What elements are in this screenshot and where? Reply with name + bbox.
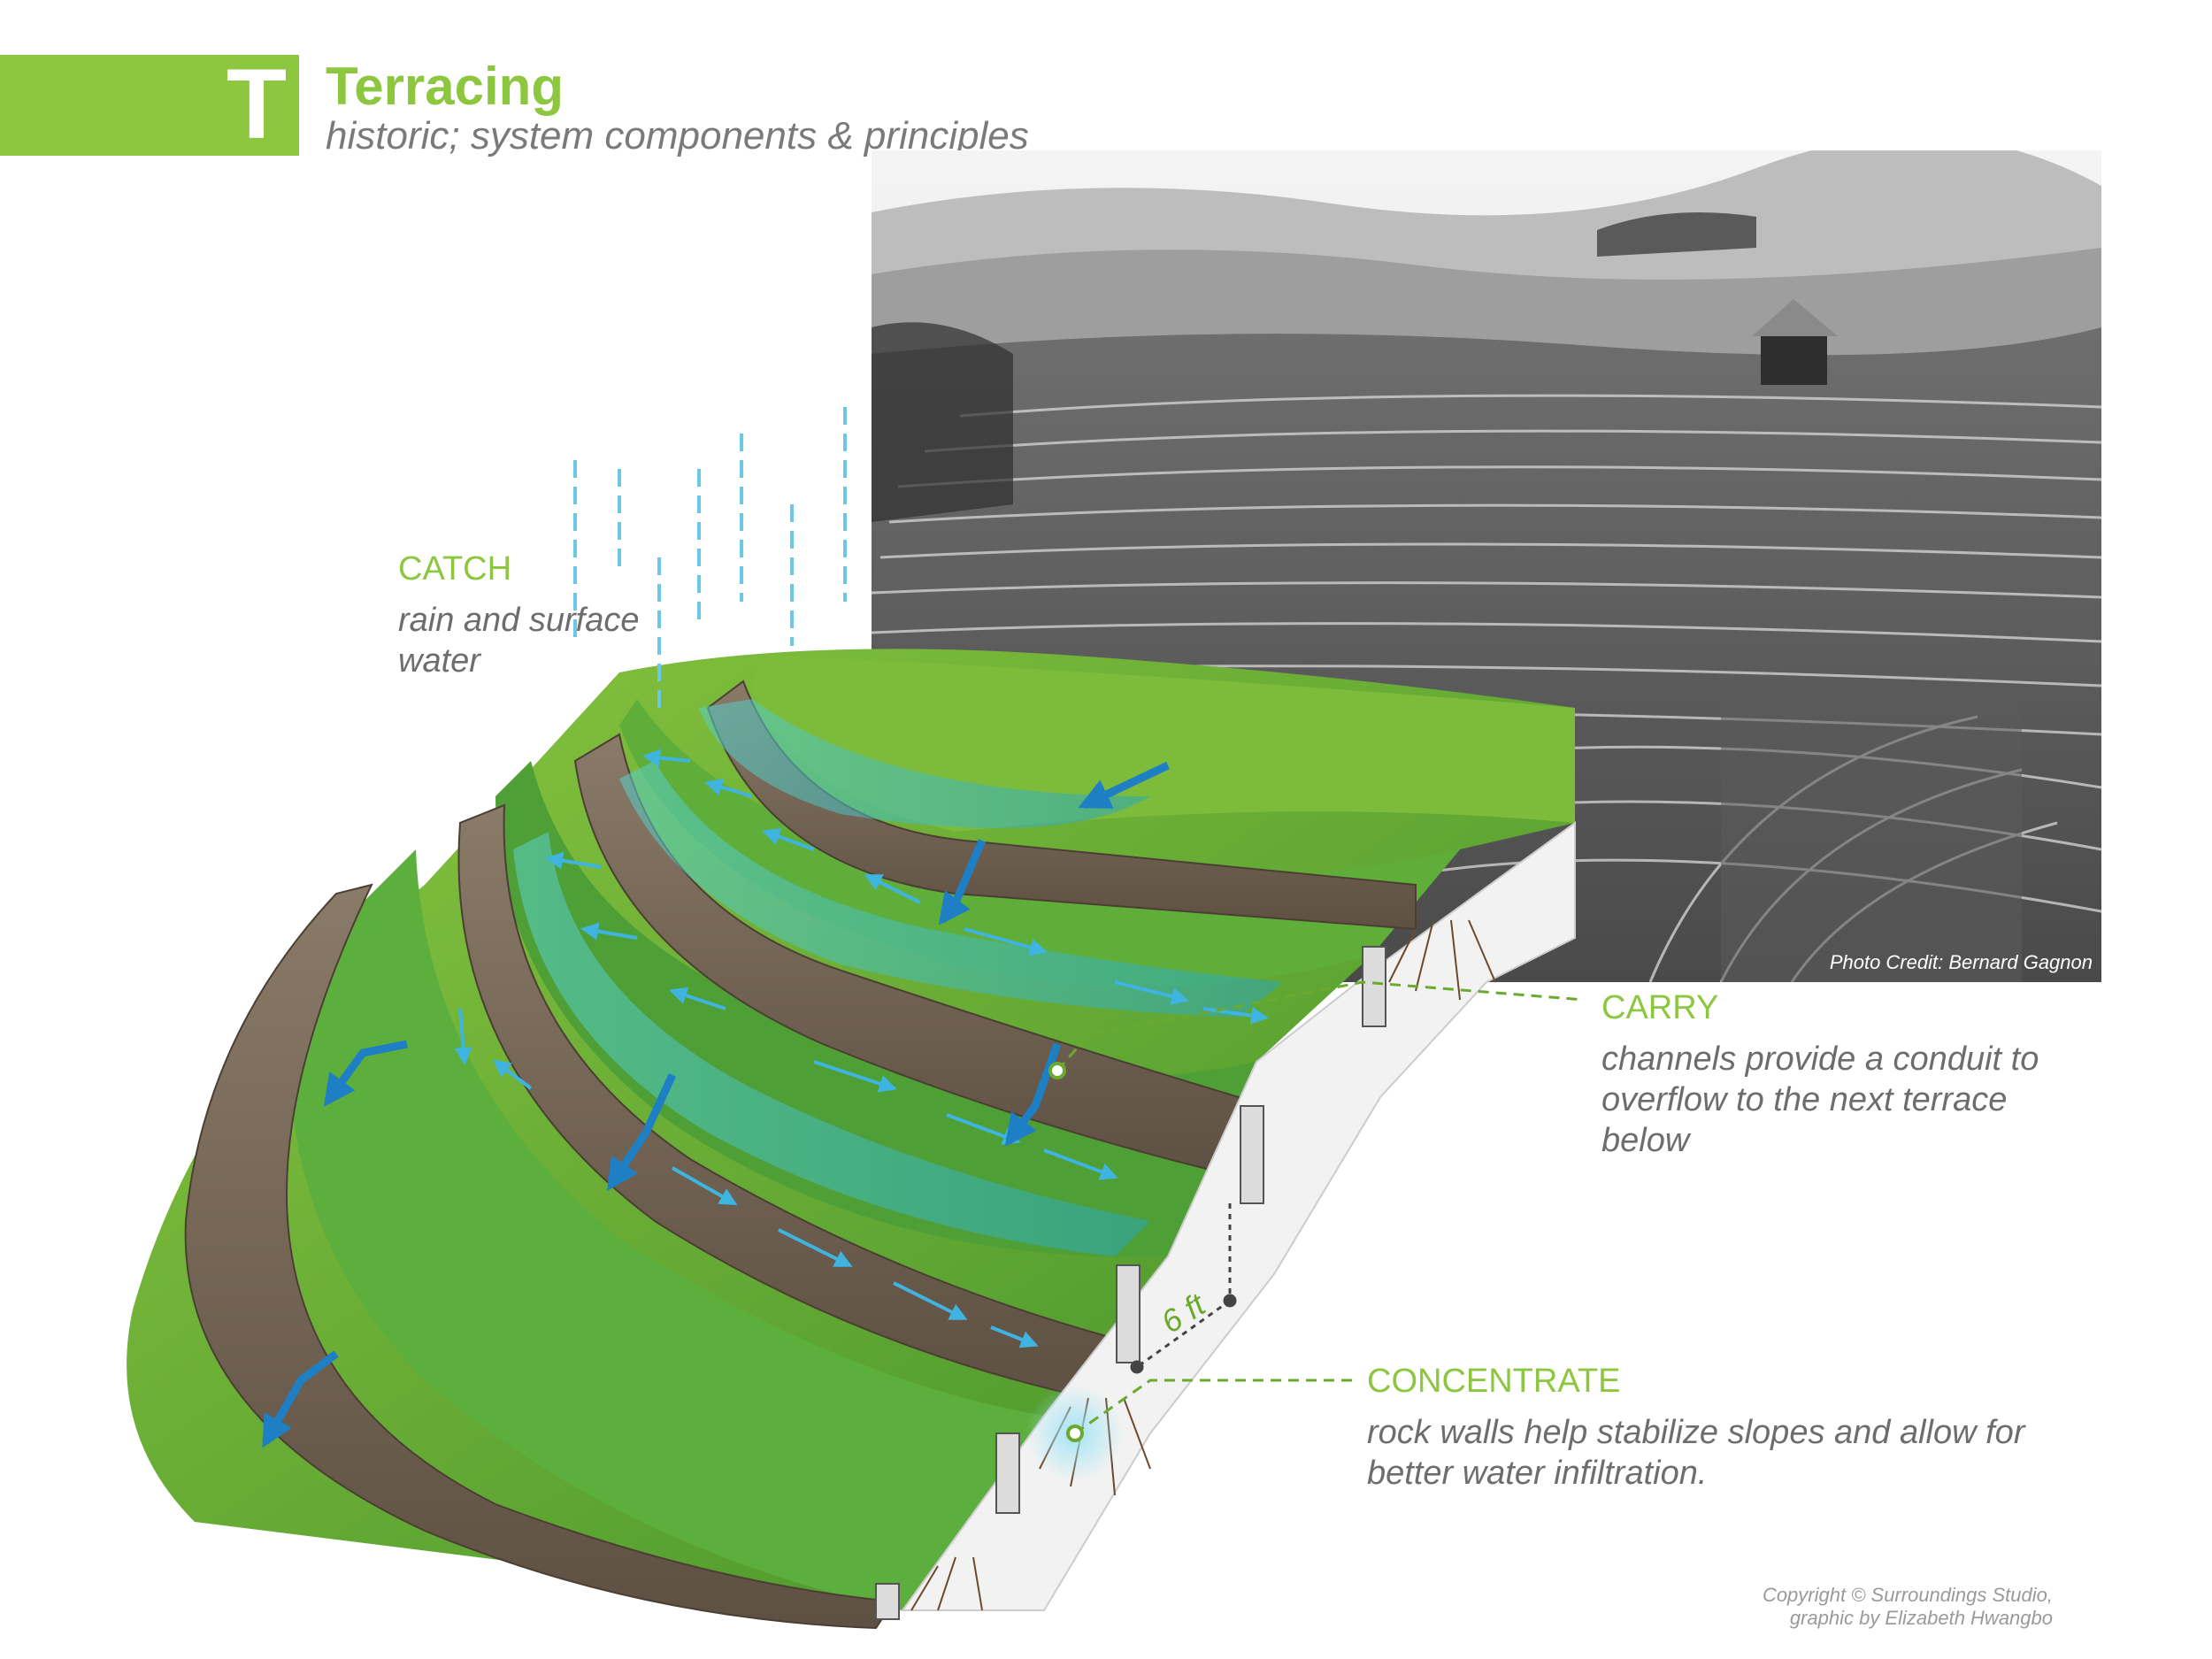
overflow-arrow-icon bbox=[1078, 761, 1170, 810]
flow-arrow-icon bbox=[704, 779, 753, 798]
section-wall-posts bbox=[875, 946, 1386, 1620]
flow-arrow-icon bbox=[990, 1325, 1039, 1348]
carry-description: channels provide a conduit to overflow t… bbox=[1601, 1041, 2039, 1159]
flow-arrow-icon bbox=[1114, 980, 1189, 1005]
copyright-notice: Copyright © Surroundings Studio, graphic… bbox=[1646, 1584, 2053, 1630]
carry-heading: CARRY bbox=[1601, 989, 1719, 1026]
overflow-arrows bbox=[262, 761, 1170, 1448]
infiltration-point-icon bbox=[1066, 1425, 1084, 1442]
infiltration-point-icon bbox=[1048, 1062, 1066, 1079]
flow-arrow-icon bbox=[669, 987, 726, 1010]
flooded-paddy bbox=[1721, 699, 2022, 982]
page-subtitle: historic; system components & principles bbox=[326, 114, 1029, 157]
flow-arrow-icon bbox=[1043, 1148, 1118, 1180]
flow-arrow-icon bbox=[964, 927, 1048, 956]
overflow-arrow-icon bbox=[938, 839, 987, 926]
overflow-arrow-icon bbox=[1004, 1042, 1062, 1147]
flow-arrow-icon bbox=[893, 1281, 968, 1320]
flow-arrow-icon bbox=[642, 749, 691, 767]
flow-arrow-icon bbox=[778, 1228, 853, 1267]
flow-arrow-icon bbox=[672, 1166, 738, 1205]
flow-arrow-icon bbox=[864, 874, 921, 904]
title-letter: T bbox=[226, 49, 288, 159]
leader-lines bbox=[1056, 980, 1585, 1435]
overflow-arrow-icon bbox=[607, 1073, 677, 1191]
carry-leader-line bbox=[1056, 980, 1585, 1071]
flow-arrow-icon bbox=[762, 828, 815, 851]
concentrate-heading: CONCENTRATE bbox=[1367, 1363, 1621, 1400]
flow-arrow-icon bbox=[545, 851, 603, 870]
rock-wall-4 bbox=[184, 883, 895, 1630]
badge-divider bbox=[299, 55, 304, 156]
photo-credit: Photo Credit: Bernard Gagnon bbox=[1829, 951, 2093, 973]
terrace-landscape-photo bbox=[872, 150, 2101, 982]
flow-arrows bbox=[454, 749, 1269, 1348]
flow-arrow-icon bbox=[1202, 1006, 1269, 1025]
infiltration-points bbox=[1048, 1062, 1084, 1442]
concentrate-description: rock walls help stabilize slopes and all… bbox=[1367, 1414, 2025, 1492]
page-title: Terracing bbox=[326, 57, 564, 116]
copyright-line-1: Copyright © Surroundings Studio, bbox=[1762, 1584, 2053, 1606]
farmhouse bbox=[1752, 299, 1838, 385]
concentrate-leader-line bbox=[1074, 1379, 1354, 1435]
overflow-arrow-icon bbox=[262, 1350, 339, 1448]
flow-arrow-icon bbox=[580, 922, 638, 941]
flow-arrow-icon bbox=[454, 1008, 472, 1065]
copyright-line-2: graphic by Elizabeth Hwangbo bbox=[1789, 1607, 2053, 1629]
dark-ridge bbox=[1597, 212, 1756, 257]
overflow-arrow-icon bbox=[323, 1040, 408, 1107]
catch-description: rain and surface water bbox=[398, 602, 640, 680]
water-channels bbox=[513, 699, 1283, 1256]
catch-heading: CATCH bbox=[398, 550, 512, 588]
flow-arrow-icon bbox=[492, 1059, 533, 1090]
rain-drops bbox=[573, 407, 847, 708]
tree-cluster bbox=[872, 322, 1013, 522]
title-badge bbox=[0, 55, 299, 156]
flow-arrow-icon bbox=[813, 1060, 897, 1093]
height-dimension bbox=[1130, 1203, 1237, 1374]
